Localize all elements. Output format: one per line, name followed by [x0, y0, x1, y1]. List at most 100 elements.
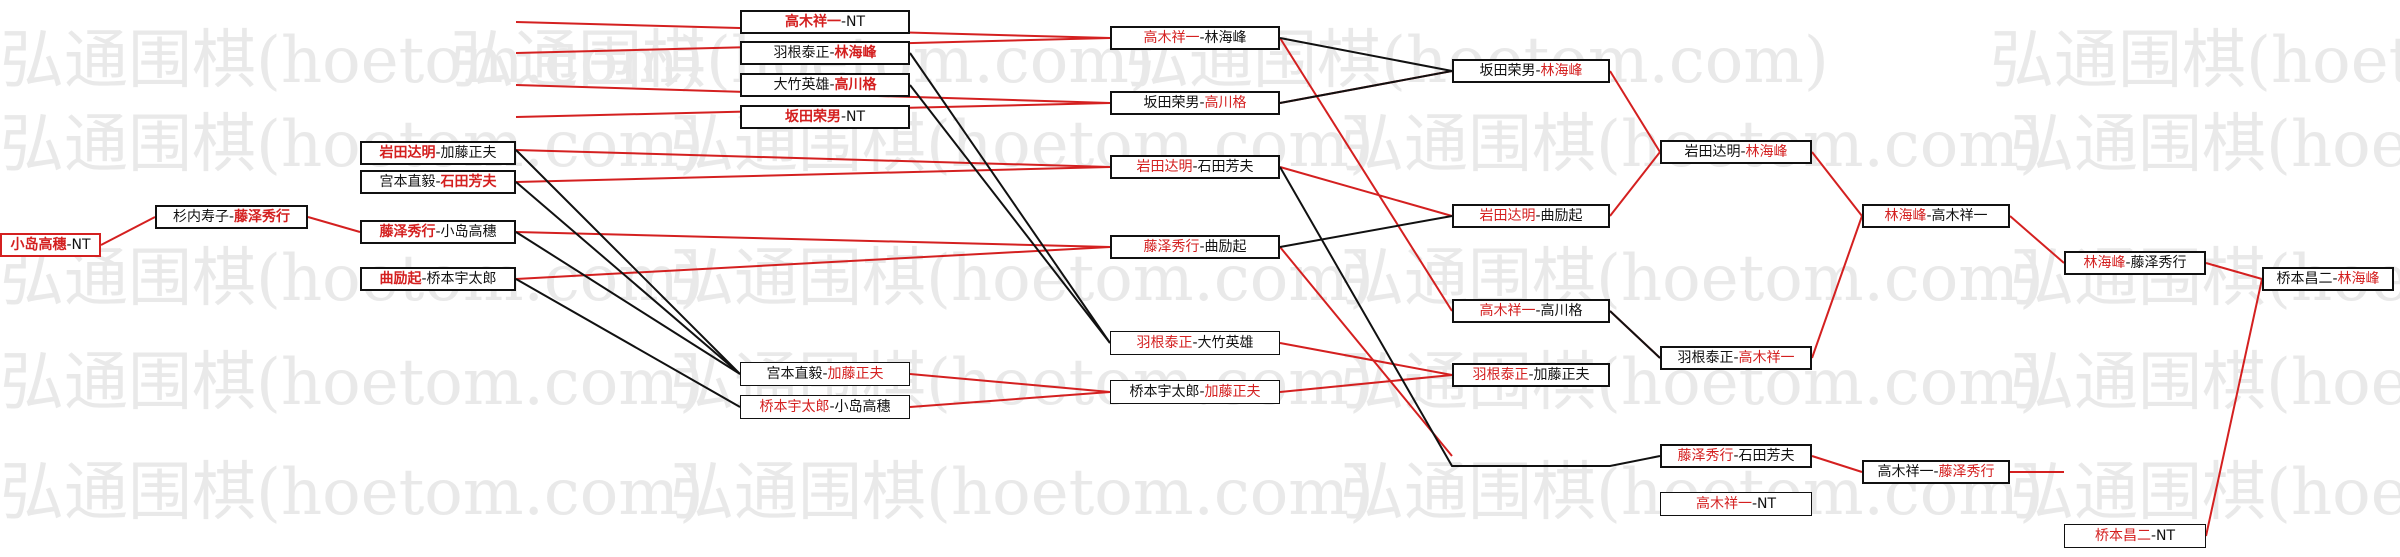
player-name: 宫本直毅 [766, 366, 823, 382]
separator: - [1926, 208, 1932, 224]
match-box: 羽根泰正-大竹英雄 [1110, 331, 1280, 355]
match-box: 岩田达明-林海峰 [1660, 140, 1812, 164]
connector-line [515, 231, 741, 375]
player-name: 羽根泰正 [1677, 350, 1734, 366]
match-box: 宫本直毅-石田芳夫 [360, 170, 516, 194]
match-box: 小岛高穗-NT [0, 233, 101, 257]
player-name: 大竹英雄 [1197, 335, 1254, 351]
player-name: 高木祥一 [1143, 30, 1200, 46]
player-name: 羽根泰正 [1136, 335, 1193, 351]
match-box: 藤泽秀行-曲励起 [1110, 235, 1280, 259]
connector-line [1279, 166, 1453, 217]
match-box: 高木祥一-藤泽秀行 [1862, 460, 2010, 484]
connector-line [1811, 215, 1863, 359]
connector-line [515, 149, 1111, 168]
connector-line [909, 84, 1111, 344]
separator: - [228, 209, 235, 225]
player-name: 羽根泰正 [1472, 367, 1529, 383]
match-box: 桥本昌二-NT [2064, 524, 2206, 548]
separator: - [421, 271, 427, 287]
separator: - [1199, 239, 1205, 255]
match-box: 桥本宇太郎-加藤正夫 [1110, 380, 1280, 404]
player-name: 大竹英雄 [773, 77, 830, 93]
player-name: NT [1757, 496, 1777, 512]
player-name: 高川格 [834, 77, 877, 93]
separator: - [1199, 30, 1205, 46]
match-box: 坂田荣男-NT [740, 105, 910, 129]
player-name: 高川格 [1204, 95, 1247, 111]
player-name: 藤泽秀行 [234, 209, 291, 225]
connector-line [2205, 262, 2263, 280]
separator: - [829, 77, 835, 93]
separator: - [2125, 255, 2131, 271]
player-name: 林海峰 [2337, 271, 2380, 287]
player-name: 桥本宇太郎 [759, 399, 830, 415]
player-name: 岩田达明 [1479, 208, 1536, 224]
match-box: 曲励起-桥本宇太郎 [360, 267, 516, 291]
match-box: 杉内寿子-藤泽秀行 [155, 205, 308, 229]
separator: - [829, 399, 835, 415]
player-name: 加藤正夫 [1204, 384, 1261, 400]
connector-line [1609, 310, 1661, 359]
player-name: NT [2156, 528, 2176, 544]
connector-line [909, 52, 1111, 344]
match-box: 岩田达明-石田芳夫 [1110, 155, 1280, 179]
player-name: 藤泽秀行 [1677, 448, 1734, 464]
player-name: 林海峰 [1540, 63, 1583, 79]
separator: - [1192, 159, 1198, 175]
player-name: 岩田达明 [379, 145, 436, 161]
connector-line [1609, 151, 1661, 217]
player-name: 高木祥一 [1877, 464, 1934, 480]
connector-line [2205, 278, 2263, 537]
player-name: 加藤正夫 [827, 366, 884, 382]
separator: - [1199, 384, 1205, 400]
separator: - [1733, 350, 1739, 366]
match-box: 宫本直毅-加藤正夫 [740, 362, 910, 386]
player-name: 杉内寿子 [172, 209, 229, 225]
player-name: 小岛高穗 [834, 399, 891, 415]
final-match-box: 桥本昌二-林海峰 [2262, 267, 2394, 291]
connector-line [1279, 246, 1453, 457]
separator: - [1535, 303, 1541, 319]
player-name: 高木祥一 [1695, 496, 1752, 512]
connector-line [515, 278, 741, 408]
connector-line [515, 166, 1111, 183]
connector-line [307, 216, 361, 233]
player-name: 小岛高穗 [440, 224, 497, 240]
player-name: 曲励起 [1204, 239, 1247, 255]
connector-line [1279, 166, 1661, 467]
player-name: 林海峰 [1884, 208, 1927, 224]
separator: - [840, 14, 847, 30]
match-box: 高木祥一-高川格 [1452, 299, 1610, 323]
player-name: 曲励起 [1540, 208, 1583, 224]
player-name: 桥本昌二 [2276, 271, 2333, 287]
separator: - [1535, 63, 1541, 79]
match-box: 桥本宇太郎-小岛高穗 [740, 395, 910, 419]
player-name: 藤泽秀行 [2130, 255, 2187, 271]
match-box: 羽根泰正-林海峰 [740, 41, 910, 65]
player-name: 藤泽秀行 [379, 224, 436, 240]
player-name: 高木祥一 [1738, 350, 1795, 366]
player-name: 林海峰 [1204, 30, 1247, 46]
connector-line [515, 246, 1111, 280]
player-name: 坂田荣男 [1143, 95, 1200, 111]
match-box: 坂田荣男-高川格 [1110, 91, 1280, 115]
player-name: 桥本宇太郎 [426, 271, 497, 287]
match-box: 高木祥一-NT [1660, 492, 1812, 516]
match-box: 高木祥一-林海峰 [1110, 26, 1280, 50]
connector-line [909, 391, 1111, 408]
player-name: 小岛高穗 [10, 237, 67, 253]
connector-line [1609, 70, 1661, 153]
connector-line [515, 149, 741, 375]
connector-line [515, 231, 1111, 248]
connector-line [2009, 215, 2065, 264]
separator: - [435, 145, 441, 161]
player-name: 加藤正夫 [1533, 367, 1590, 383]
connector-line [1279, 37, 1453, 312]
player-name: NT [71, 237, 91, 253]
separator: - [435, 224, 441, 240]
connector-line [1279, 37, 1453, 72]
player-name: 曲励起 [379, 271, 422, 287]
match-box: 林海峰-藤泽秀行 [2064, 251, 2206, 275]
